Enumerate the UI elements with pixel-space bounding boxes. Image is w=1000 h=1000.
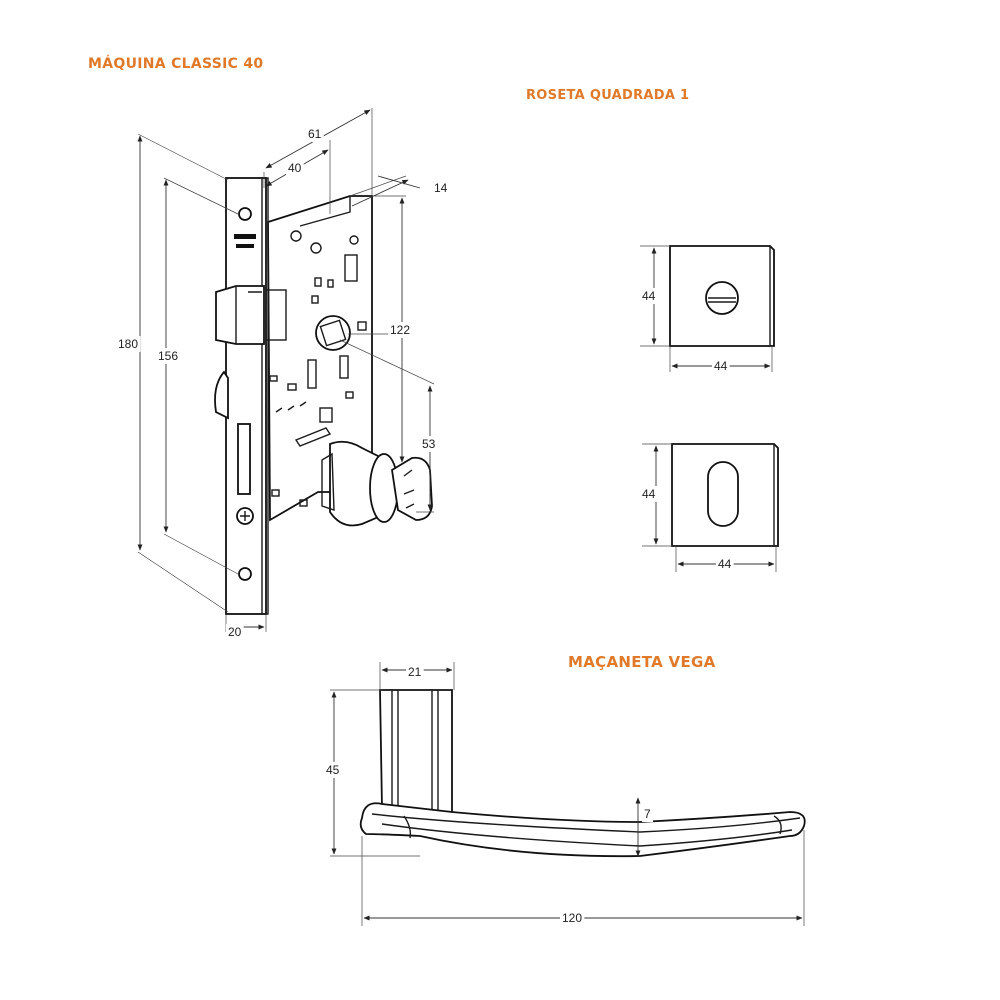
dim-156: 156 xyxy=(158,349,178,363)
key xyxy=(391,456,433,521)
dim-14: 14 xyxy=(434,181,448,195)
rosette-top-height: 44 xyxy=(642,289,656,303)
faceplate-logo xyxy=(234,234,256,239)
handle-dim-7: 7 xyxy=(644,807,651,821)
rosette-top-width: 44 xyxy=(714,359,728,373)
dim-122: 122 xyxy=(390,323,410,337)
face-plate-edge xyxy=(261,177,269,615)
dim-label-bg xyxy=(406,664,424,680)
body-slot-4 xyxy=(311,295,319,304)
rosette-privacy-drawing: 44 44 xyxy=(640,245,775,374)
faceplate-logo-2 xyxy=(236,244,254,248)
mech-part-8 xyxy=(299,499,308,507)
dim-label-bg xyxy=(306,126,324,142)
body-slot-1 xyxy=(344,254,358,282)
rosette-title: ROSETA QUADRADA 1 xyxy=(526,88,690,103)
dim-53: 53 xyxy=(422,437,436,451)
dim-label-bg xyxy=(642,806,653,822)
handle-lever-edge xyxy=(371,813,801,833)
dim-label-bg xyxy=(640,288,658,304)
body-hole-upper xyxy=(310,242,322,254)
follower-square xyxy=(319,319,347,347)
follower-hub-outer xyxy=(315,315,351,351)
latch-spring xyxy=(265,289,287,341)
mortise-lock-drawing: 180 156 20 61 40 14 122 53 xyxy=(116,108,450,640)
mech-part-2 xyxy=(339,355,349,379)
rosette-key-drawing: 44 44 xyxy=(640,443,779,572)
screw-cross xyxy=(240,511,250,521)
key-cut xyxy=(403,469,415,509)
mech-latch-arm xyxy=(294,427,332,447)
rosette-bottom-width: 44 xyxy=(718,557,732,571)
dim-label-bg xyxy=(226,624,244,640)
dim-180: 180 xyxy=(118,337,138,351)
dim-label-bg xyxy=(432,180,450,196)
mech-part-1 xyxy=(307,359,317,389)
mech-part-6 xyxy=(319,407,333,423)
faceplate-hole-top xyxy=(238,207,252,221)
keyhole-oval xyxy=(707,461,739,527)
body-slot-2 xyxy=(314,277,322,287)
mech-part-3 xyxy=(287,383,297,391)
rosette-bottom-height: 44 xyxy=(642,487,656,501)
dim-61: 61 xyxy=(308,127,322,141)
dim-label-bg xyxy=(420,436,438,452)
dim-label-bg xyxy=(716,556,734,572)
dim-label-bg xyxy=(640,486,658,502)
mech-part-5 xyxy=(345,391,354,399)
handle-dim-120: 120 xyxy=(562,911,582,925)
latch-bolt xyxy=(215,285,265,345)
handle-lever-joint xyxy=(403,815,412,839)
dim-label-bg xyxy=(116,336,141,352)
dim-label-bg xyxy=(286,160,304,176)
dim-label-bg xyxy=(560,910,585,926)
dim-label-bg xyxy=(324,762,342,778)
mech-part-4 xyxy=(269,375,278,382)
dim-label-bg xyxy=(712,358,730,374)
handle-lever-tip xyxy=(773,815,782,835)
body-slot-3 xyxy=(327,279,334,288)
face-plate xyxy=(225,177,267,615)
dim-label-bg xyxy=(156,348,181,364)
faceplate-hole-bottom xyxy=(238,567,252,581)
machine-title: MÁQUINA CLASSIC 40 xyxy=(88,56,264,72)
body-hole-right xyxy=(349,235,359,245)
handle-dim-21: 21 xyxy=(408,665,422,679)
bolt-slot xyxy=(237,423,251,495)
cylinder-cam xyxy=(321,452,335,511)
dim-20: 20 xyxy=(228,625,242,639)
dead-bolt xyxy=(214,370,229,420)
handle-shank xyxy=(379,689,453,813)
mech-marking xyxy=(275,401,307,413)
mech-part-7 xyxy=(271,489,280,497)
latch-bolt-edge xyxy=(235,286,262,344)
body-hole-top xyxy=(290,230,302,242)
handle-dim-45: 45 xyxy=(326,763,340,777)
dim-40: 40 xyxy=(288,161,302,175)
dim-label-bg xyxy=(388,322,413,338)
handle-lever-edge-2 xyxy=(381,823,793,847)
follower-tab xyxy=(357,321,367,331)
handle-title: MAÇANETA VEGA xyxy=(568,653,716,671)
lever-handle-drawing: 21 45 7 120 xyxy=(324,662,806,926)
